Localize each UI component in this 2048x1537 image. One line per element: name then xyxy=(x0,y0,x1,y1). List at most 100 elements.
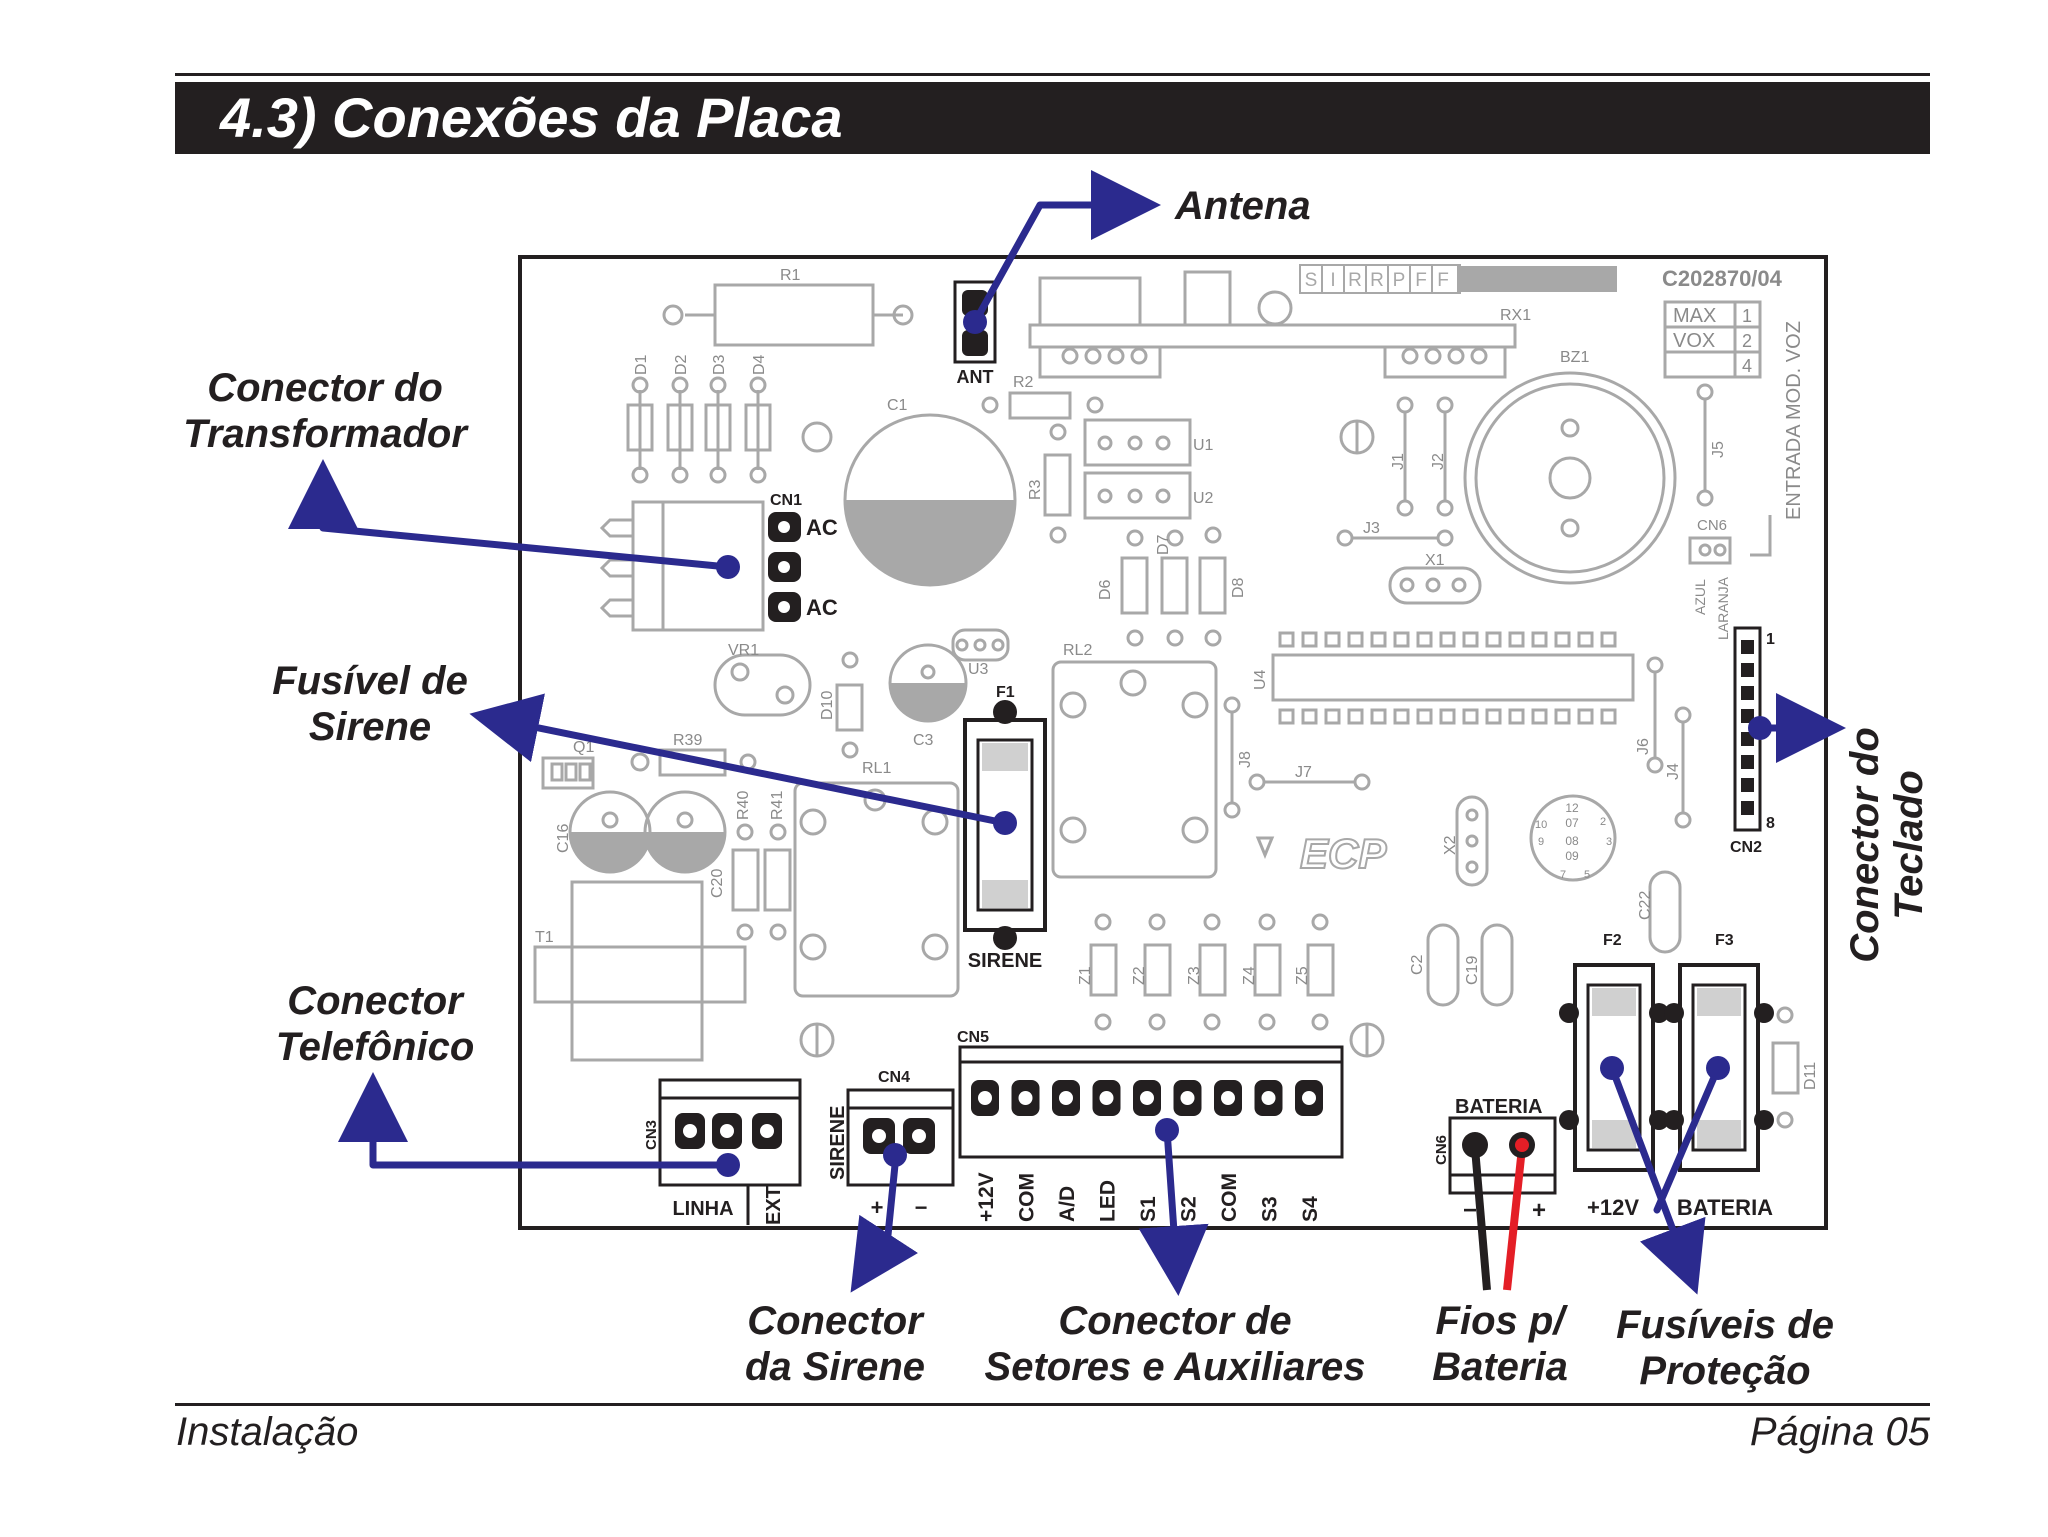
v12-fuse-label: +12V xyxy=(1587,1195,1639,1220)
cn5-pin-label: S2 xyxy=(1178,1196,1201,1222)
ecp-text: ECP xyxy=(1300,830,1387,877)
cn4-connector: CN4 SIRENE + − xyxy=(827,1069,955,1220)
label-rx1: RX1 xyxy=(1500,307,1531,324)
label-c1: C1 xyxy=(887,397,908,414)
ac-bottom-label: AC xyxy=(806,595,838,620)
teclado-line2: Teclado xyxy=(1887,770,1931,920)
label-bz1: BZ1 xyxy=(1560,349,1589,366)
teclado-callout: Conector do Teclado xyxy=(1843,727,1931,963)
bateria-line2: Bateria xyxy=(1432,1345,1568,1389)
fusiveis-line2: Proteção xyxy=(1639,1349,1811,1393)
label-d2: D2 xyxy=(673,354,690,375)
fuse-f1: F1 SIRENE xyxy=(963,684,1047,972)
label-c3: C3 xyxy=(913,732,934,749)
cn5-pin-hole xyxy=(1180,1091,1195,1105)
sirene-cn4-label: SIRENE xyxy=(827,1106,849,1180)
label-j3: J3 xyxy=(1363,520,1380,537)
dial-3: 3 xyxy=(1606,836,1612,848)
fusivel-line1: Fusível de xyxy=(272,659,468,703)
fusivel-line2: Sirene xyxy=(308,705,432,749)
label-j7: J7 xyxy=(1295,764,1312,781)
label-cn6-small: CN6 xyxy=(1697,517,1727,534)
bateria-fuse-label: BATERIA xyxy=(1677,1195,1773,1220)
cn5-pin-label: A/D xyxy=(1056,1186,1079,1222)
silkscreen xyxy=(533,270,1800,1129)
label-rl2: RL2 xyxy=(1063,642,1092,659)
cn4-plus: + xyxy=(871,1195,884,1220)
label-rl1: RL1 xyxy=(862,760,891,777)
dial-9: 9 xyxy=(1538,836,1544,848)
sirrpff-0: S xyxy=(1305,270,1318,291)
label-u2: U2 xyxy=(1193,490,1214,507)
label-d7: D7 xyxy=(1155,534,1172,555)
header-rule xyxy=(175,73,1930,76)
ext-label: EXT xyxy=(763,1186,785,1225)
label-d1: D1 xyxy=(633,354,650,375)
label-c20: C20 xyxy=(709,869,726,898)
sirrpff-4: P xyxy=(1393,270,1406,291)
cn5-pin-hole xyxy=(1059,1091,1073,1105)
label-c19: C19 xyxy=(1464,956,1481,985)
callout-arrows xyxy=(288,170,1846,1296)
f2-label: F2 xyxy=(1603,932,1622,949)
cn5-pin-hole xyxy=(1018,1091,1033,1105)
cn5-pin-label: S4 xyxy=(1299,1196,1322,1222)
teclado-line1: Conector do xyxy=(1843,727,1887,963)
label-d4: D4 xyxy=(751,354,768,375)
sirene-line1: Conector xyxy=(747,1299,923,1343)
bateria-cn6-label: BATERIA xyxy=(1455,1096,1542,1118)
setores-line2: Setores e Auxiliares xyxy=(984,1345,1366,1389)
cn2-label: CN2 xyxy=(1730,839,1762,856)
label-d3: D3 xyxy=(711,354,728,375)
cn5-pin-hole xyxy=(1221,1091,1235,1105)
label-d6: D6 xyxy=(1097,579,1114,600)
fusivel-f2-arrow xyxy=(1608,1064,1706,1295)
dial-10: 10 xyxy=(1535,819,1547,831)
sirrpff-6: F xyxy=(1437,270,1449,291)
cn1-connector: CN1 AC AC xyxy=(768,492,838,622)
dial-5: 5 xyxy=(1584,869,1590,881)
cn6-plus: + xyxy=(1532,1197,1546,1224)
label-j5: J5 xyxy=(1710,441,1727,458)
transformador-callout: Conector do Transformador xyxy=(175,365,475,457)
sirene-callout: Conector da Sirene xyxy=(700,1298,970,1390)
label-z2: Z2 xyxy=(1131,966,1148,985)
label-r3: R3 xyxy=(1027,479,1044,500)
mode-2: 2 xyxy=(1742,331,1752,351)
cn2-pin8: 8 xyxy=(1766,815,1775,832)
page-title: 4.3) Conexões da Placa xyxy=(220,86,843,149)
max-label: MAX xyxy=(1673,305,1716,327)
dial-2: 2 xyxy=(1600,816,1606,828)
label-j2: J2 xyxy=(1430,453,1447,470)
entrada-label: ENTRADA MOD. VOZ xyxy=(1783,321,1805,520)
antena-arrow xyxy=(971,170,1161,326)
label-u3: U3 xyxy=(968,661,989,678)
cn5-pin-label: S3 xyxy=(1259,1196,1282,1222)
cn4-label: CN4 xyxy=(878,1069,910,1086)
fusiveis-line1: Fusíveis de xyxy=(1616,1303,1834,1347)
cn1-label: CN1 xyxy=(770,492,802,509)
setores-line1: Conector de xyxy=(1058,1299,1292,1343)
telefonico-arrow xyxy=(338,1072,732,1169)
telefonico-line2: Telefônico xyxy=(275,1025,475,1069)
linha-label: LINHA xyxy=(672,1198,733,1220)
setores-callout: Conector de Setores e Auxiliares xyxy=(965,1298,1385,1390)
sirrpff-1: I xyxy=(1330,270,1335,291)
label-r2: R2 xyxy=(1013,374,1034,391)
cn5-pin-label: S1 xyxy=(1137,1196,1160,1222)
telefonico-callout: Conector Telefônico xyxy=(225,978,525,1070)
fusiveis-callout: Fusíveis de Proteção xyxy=(1600,1302,1850,1394)
label-c22: C22 xyxy=(1637,891,1654,920)
label-u4: U4 xyxy=(1252,669,1269,690)
label-c2: C2 xyxy=(1409,954,1426,975)
sirene-fuse-label: SIRENE xyxy=(968,950,1042,972)
transformador-line2: Transformador xyxy=(183,412,467,456)
label-t1: T1 xyxy=(535,929,554,946)
label-j6: J6 xyxy=(1635,738,1652,755)
label-z5: Z5 xyxy=(1294,966,1311,985)
cn5-pin-hole xyxy=(1140,1091,1154,1105)
vox-label: VOX xyxy=(1673,330,1715,352)
dial-12: 12 xyxy=(1565,801,1579,815)
